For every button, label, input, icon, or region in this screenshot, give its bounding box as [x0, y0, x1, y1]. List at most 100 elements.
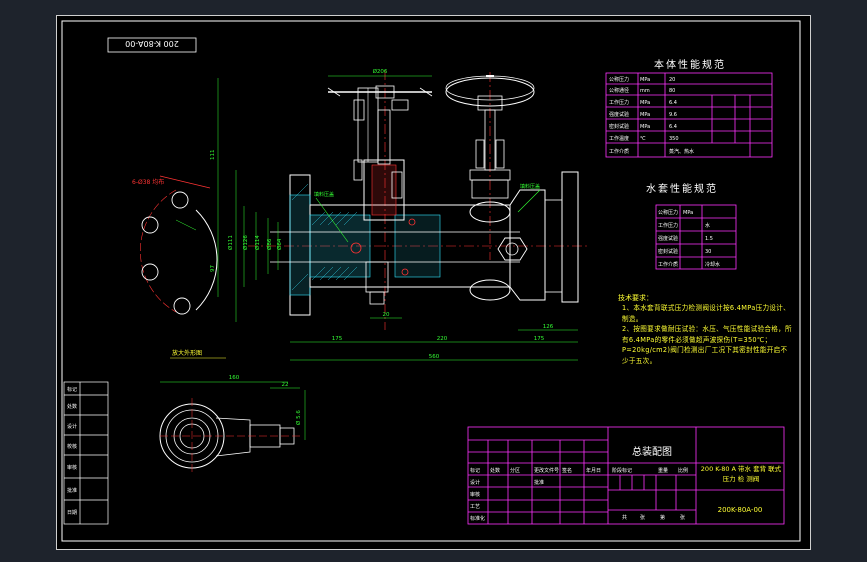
body-spec-unit: ℃ [640, 136, 646, 142]
dim-d86: Ø86 [266, 238, 273, 250]
dimensions [217, 75, 578, 361]
jacket-spec-label: 强度试验 [658, 235, 678, 242]
sign-header: 签名 [562, 467, 572, 474]
drawing-title: 总装配图 [632, 445, 672, 458]
rotated-code: 200 K-80A-00 [125, 39, 179, 48]
body-spec-unit: MPa [640, 112, 650, 118]
sign-header: 更改文件号 [534, 467, 559, 474]
body-spec-label: 公称通径 [609, 87, 629, 94]
body-spec-unit: MPa [640, 100, 650, 106]
valve-section-view [248, 70, 590, 330]
rev-label: 审核 [67, 464, 77, 471]
jacket-spec-value: 冷却水 [705, 261, 720, 268]
sign-header: 年月日 [586, 467, 601, 474]
left-row: 批准 [534, 479, 544, 486]
dim-r126: 126 [543, 324, 554, 330]
jacket-spec-value: 水 [705, 222, 710, 229]
rev-label: 标记 [67, 386, 77, 393]
jacket-spec-unit: MPa [683, 210, 693, 216]
dim-d111: Ø111 [227, 235, 234, 250]
bottom-label: 第 [660, 514, 665, 521]
rotated-code-box [107, 37, 197, 53]
flange-bolt-view: 6-Ø38 均布 [132, 175, 218, 315]
plan-view: 放大外形图 160 22 Ø 5.6 [159, 349, 306, 475]
sign-header: 处数 [490, 467, 500, 474]
dim-labels: Ø206 111 Ø111 Ø126 Ø114 Ø86 Ø64 97 175 2… [210, 68, 554, 360]
jacket-spec-label: 工作介质 [658, 261, 678, 268]
body-spec-value: 350 [669, 136, 679, 142]
jacket-spec-label: 工作压力 [658, 222, 678, 229]
body-spec-unit: MPa [640, 124, 650, 130]
jacket-spec-value: 1.5 [705, 236, 713, 242]
mid-label: 比例 [678, 467, 688, 474]
mid-label: 重量 [658, 467, 668, 474]
dim-small20: 20 [383, 312, 390, 318]
tech-req-item-1: 1、本水套背联式压力检测阀设计按6.4MPa压力设计、制造。 [622, 304, 791, 323]
body-spec-value: 6.4 [669, 124, 677, 130]
inner-frame [61, 20, 801, 542]
drawing-sheet [56, 15, 811, 550]
revision-block [63, 381, 109, 525]
left-row: 设计 [470, 479, 480, 486]
body-spec-value: 蒸汽、热水 [669, 148, 694, 155]
dim-d114: Ø114 [254, 235, 261, 250]
dim-left175: 175 [332, 336, 343, 342]
rev-label: 设计 [67, 423, 77, 430]
callouts: 填料压盖 填料压盖 [314, 183, 541, 243]
bolt-label: 6-Ø38 均布 [132, 178, 164, 186]
sign-header: 分区 [510, 467, 520, 474]
body-spec-value: 9.6 [669, 112, 677, 118]
dim-mid220: 220 [437, 336, 448, 342]
body-spec-value: 80 [669, 88, 675, 94]
body-spec-table [605, 72, 773, 158]
body-spec-unit: MPa [640, 77, 650, 83]
jacket-spec-label: 公称压力 [658, 209, 678, 216]
rev-label: 处数 [67, 403, 77, 410]
dim-r97: 97 [210, 265, 216, 272]
proj-view-label: 放大外形图 [172, 349, 202, 357]
body-spec-value: 20 [669, 77, 675, 83]
body-spec-value: 6.4 [669, 100, 677, 106]
dim-pcv: Ø 5.6 [295, 410, 302, 425]
product-name-box: 200 K-80 A 带水 套背 联式压力 检 测阀 [700, 465, 782, 483]
sign-header: 标记 [470, 467, 480, 474]
rev-label: 批准 [67, 487, 77, 494]
tech-requirements: 技术要求： 1、本水套背联式压力检测阀设计按6.4MPa压力设计、制造。 2、按… [618, 293, 792, 365]
body-spec-label: 工作温度 [609, 135, 629, 142]
tech-req-box: 1、本水套背联式压力检测阀设计按6.4MPa压力设计、制造。 2、按图要求做耐压… [622, 304, 792, 365]
jacket-spec-title: 水套性能规范 [646, 182, 718, 195]
bottom-label: 共 [622, 514, 627, 521]
title-block-labels: 标记 处数 分区 更改文件号 签名 年月日 设计 审核 工艺 标准化 批准 阶段… [470, 467, 688, 522]
rev-label: 校核 [67, 443, 77, 450]
dim-pc22: 22 [282, 382, 289, 388]
dim-h111: 111 [210, 150, 216, 161]
body-spec-label: 工作介质 [609, 148, 629, 155]
title-block [467, 426, 785, 525]
dim-d64: Ø64 [276, 238, 283, 250]
rev-label: 日期 [67, 510, 77, 516]
dim-total560: 560 [429, 354, 440, 360]
jacket-spec-table [655, 204, 737, 270]
product-name: 200 K-80 A 带水 套背 联式压力 检 测阀 [700, 465, 782, 483]
jacket-spec-label: 密封试验 [658, 248, 678, 255]
jacket-spec-value: 30 [705, 249, 711, 255]
body-spec-title: 本体性能规范 [654, 58, 726, 71]
jacket-spec-rows: 公称压力 MPa 工作压力 水 强度试验 1.5 密封试验 30 工作介质 冷却… [658, 209, 720, 268]
body-spec-label: 强度试验 [609, 111, 629, 118]
dim-right175: 175 [534, 336, 545, 342]
body-spec-unit: mm [640, 88, 650, 94]
body-spec-rows: 公称压力 MPa 20 公称通径 mm 80 工作压力 MPa 6.4 强度试验… [609, 76, 694, 155]
dim-d206: Ø206 [373, 68, 388, 75]
callout-1: 填料压盖 [314, 191, 334, 198]
left-row: 标准化 [470, 515, 485, 522]
body-spec-label: 公称压力 [609, 76, 629, 83]
left-row: 工艺 [470, 504, 480, 510]
body-spec-label: 密封试验 [609, 123, 629, 130]
left-row: 审核 [470, 491, 480, 498]
dim-d126: Ø126 [242, 235, 249, 250]
drawing-code: 200K-80A-00 [718, 506, 763, 514]
callout-2: 填料压盖 [520, 183, 540, 190]
bottom-label: 张 [680, 514, 685, 521]
